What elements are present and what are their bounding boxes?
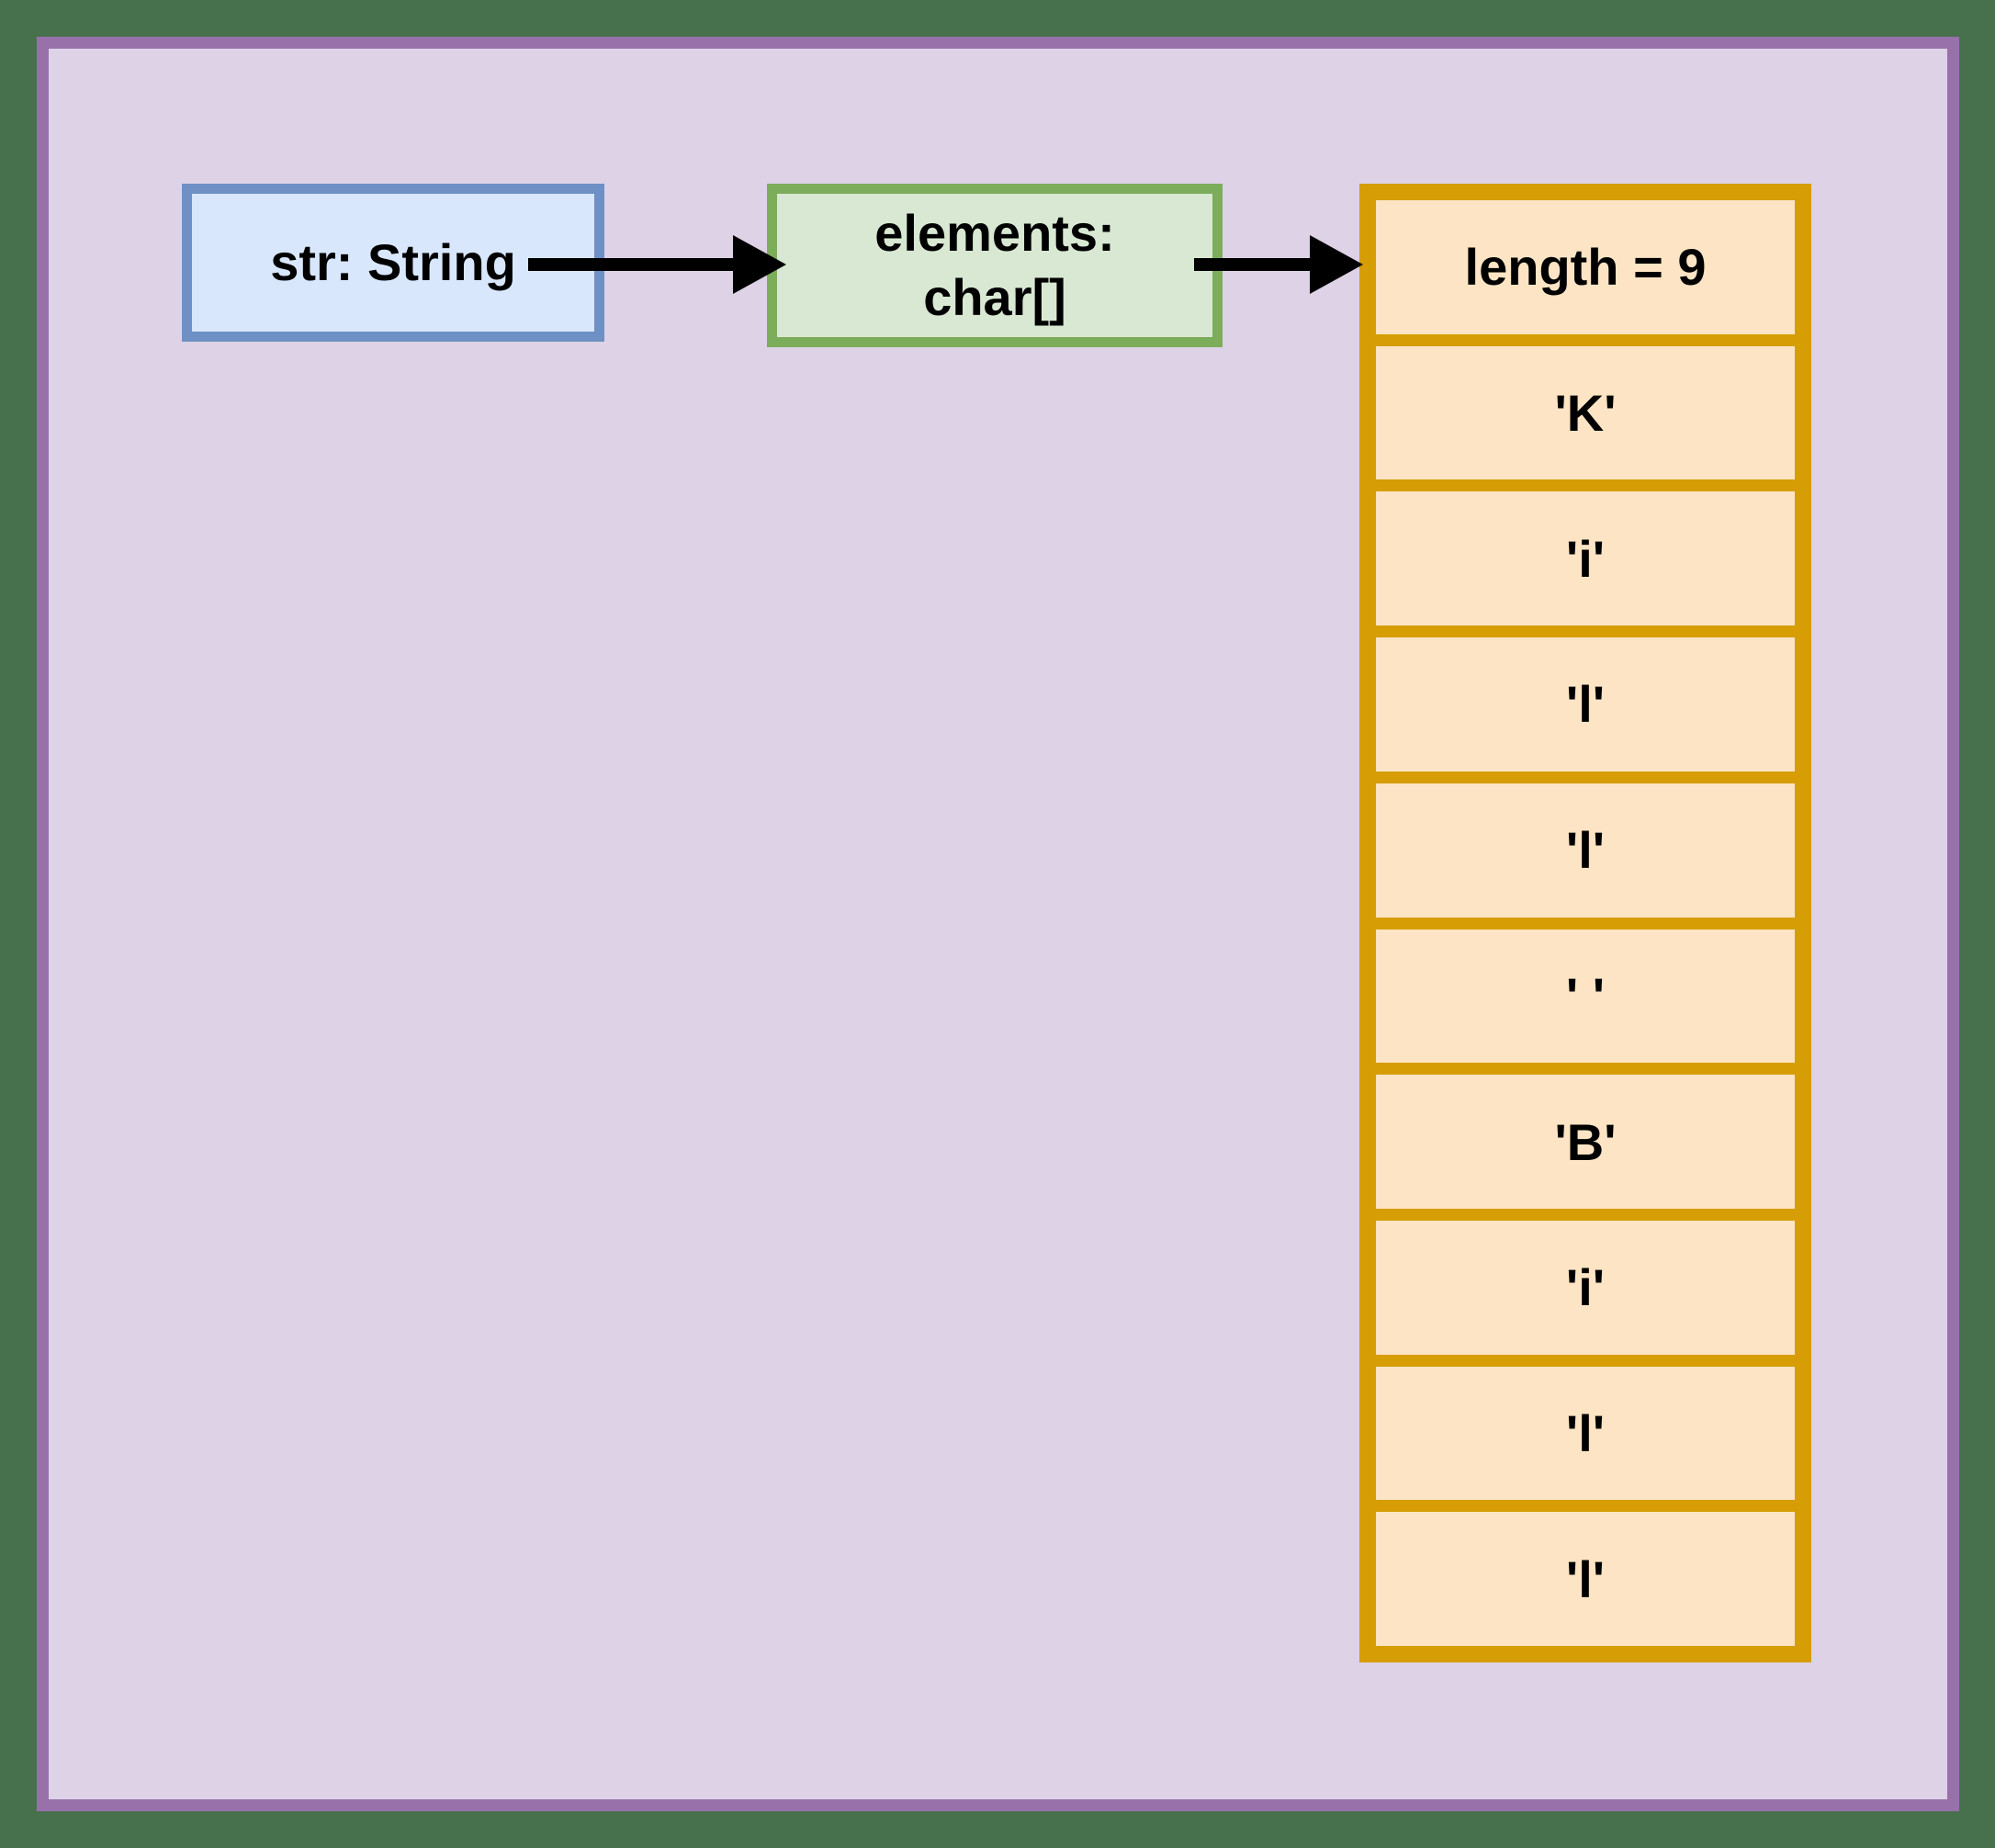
str-string-label: str: String	[270, 233, 516, 291]
elements-label-line2: char[]	[923, 268, 1066, 326]
array-cell-3: 'l'	[1376, 783, 1795, 918]
array-cell-0: 'K'	[1376, 345, 1795, 480]
array-cell-5: 'B'	[1376, 1075, 1795, 1209]
char-array: length = 9 'K' 'i' 'l' 'l' ' ' 'B' 'i' '…	[1359, 184, 1811, 1662]
array-cell-4: ' '	[1376, 929, 1795, 1064]
array-cell-1: 'i'	[1376, 491, 1795, 626]
array-cell-2: 'l'	[1376, 637, 1795, 772]
elements-char-array-box: elements: char[]	[767, 184, 1223, 347]
array-cell-7: 'l'	[1376, 1366, 1795, 1501]
array-length-cell: length = 9	[1376, 200, 1795, 334]
array-cell-8: 'l'	[1376, 1512, 1795, 1647]
elements-label-line1: elements:	[874, 204, 1115, 262]
str-string-box: str: String	[182, 184, 604, 342]
array-cell-6: 'i'	[1376, 1220, 1795, 1355]
